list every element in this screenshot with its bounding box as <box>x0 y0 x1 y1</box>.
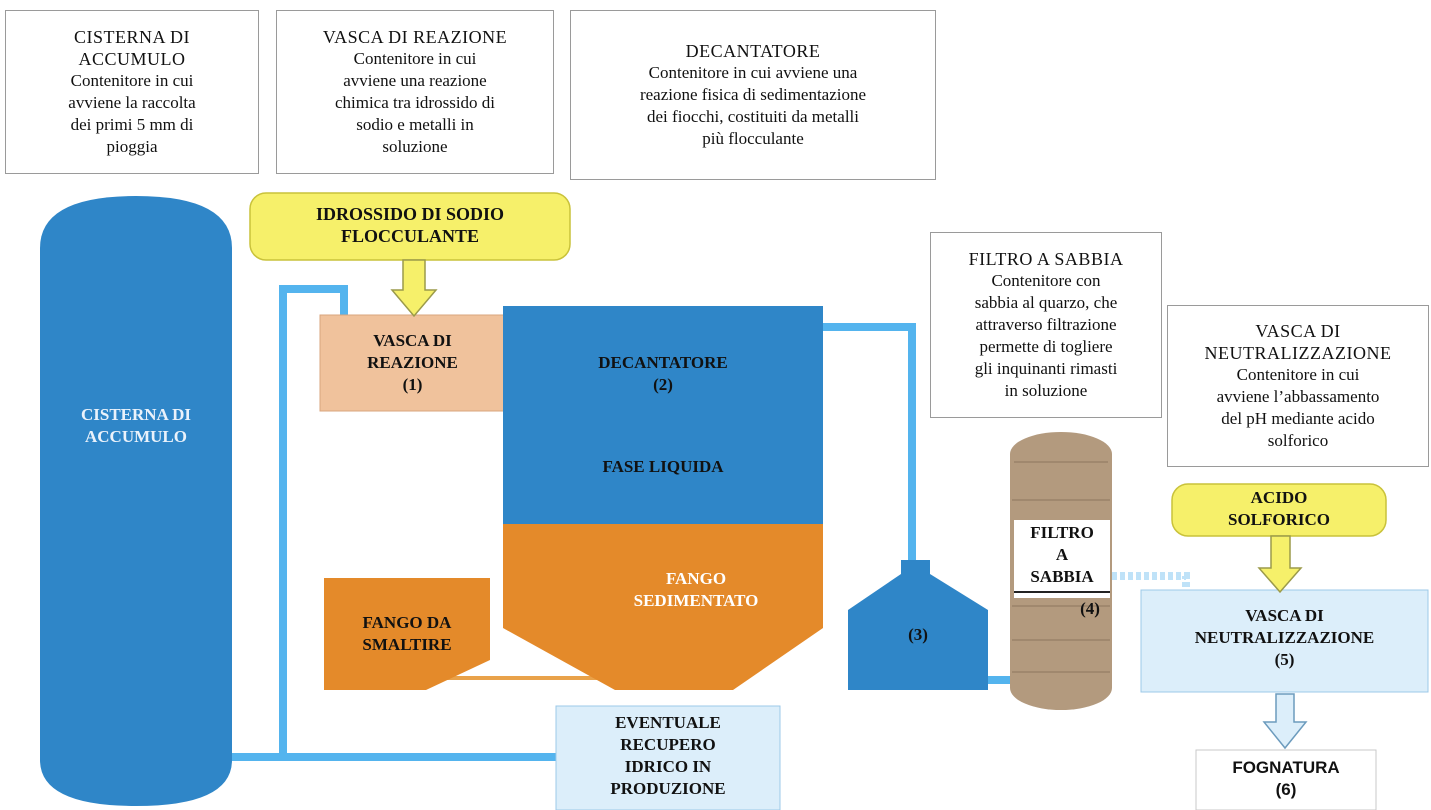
desc-line: avviene la raccolta <box>68 93 196 112</box>
decant-desc-title: DECANTATORE <box>685 41 821 61</box>
tank-3-label: (3) <box>908 625 928 644</box>
desc-line: Contenitore con <box>991 271 1101 290</box>
reagent-label-line: FLOCCULANTE <box>340 226 479 246</box>
desc-line: reazione fisica di sedimentazione <box>639 85 867 104</box>
desc-line: Contenitore in cui <box>1236 365 1360 384</box>
recupero-label-line: RECUPERO <box>620 735 716 754</box>
acido-solforico-label: ACIDO SOLFORICO <box>1172 487 1386 531</box>
desc-line: soluzione <box>382 137 448 156</box>
arrow-down-icon <box>1257 535 1303 594</box>
fognatura-label: FOGNATURA (6) <box>1196 757 1376 801</box>
vasca-label-line: REAZIONE <box>367 353 458 372</box>
filtro-label-line: A <box>1055 545 1069 564</box>
fango-smaltire-container <box>324 578 490 690</box>
neutralizzazione-label: VASCA DI NEUTRALIZZAZIONE (5) <box>1141 605 1428 671</box>
fognatura-box <box>1195 749 1377 810</box>
filtro-sabbia-label: FILTRO A SABBIA <box>1014 522 1110 588</box>
desc-line: attraverso filtrazione <box>975 315 1117 334</box>
reagent-label-line: IDROSSIDO DI SODIO <box>315 204 505 224</box>
vasca-label-line: (1) <box>402 375 423 394</box>
fango-smaltire-label: FANGO DA SMALTIRE <box>324 612 490 656</box>
desc-line: sodio e metalli in <box>356 115 474 134</box>
vasca-reazione-tank <box>319 314 506 412</box>
filtro-label-line: FILTRO <box>1030 523 1094 542</box>
recupero-label-line: PRODUZIONE <box>610 779 726 798</box>
cisterna-desc-title-1: CISTERNA DI <box>73 27 190 47</box>
recupero-label-line: IDRICO IN <box>624 757 712 776</box>
acido-label-line: SOLFORICO <box>1227 510 1331 529</box>
desc-line: pioggia <box>106 137 158 156</box>
desc-line: gli inquinanti rimasti <box>974 359 1118 378</box>
desc-line: sabbia al quarzo, che <box>974 293 1118 312</box>
filtro-desc-title: FILTRO A SABBIA <box>968 249 1124 269</box>
desc-line: solforico <box>1267 431 1329 450</box>
cisterna-description: CISTERNA DI ACCUMULO Contenitore in cui … <box>5 10 259 174</box>
filtro-label-panel <box>1014 520 1110 598</box>
arrow-down-icon <box>390 259 438 318</box>
desc-line: Contenitore in cui <box>353 49 477 68</box>
fango-sedimentato-label: FANGO SEDIMENTATO <box>596 568 796 612</box>
idrossido-sodio-label: IDROSSIDO DI SODIO FLOCCULANTE <box>250 203 570 247</box>
vasca-desc-title: VASCA DI REAZIONE <box>322 27 508 47</box>
cisterna-desc-title-2: ACCUMULO <box>78 49 186 69</box>
desc-line: Contenitore in cui avviene una <box>648 63 858 82</box>
decantatore-description: DECANTATORE Contenitore in cui avviene u… <box>570 10 936 180</box>
pipe-cistern-to-reaction <box>232 285 348 761</box>
desc-line: chimica tra idrossido di <box>334 93 496 112</box>
decantatore-liquid-phase <box>503 306 823 524</box>
filtro-sabbia-bands <box>1012 461 1110 673</box>
desc-line: in soluzione <box>1004 381 1088 400</box>
filtro-description: FILTRO A SABBIA Contenitore con sabbia a… <box>930 232 1162 418</box>
recupero-box <box>555 705 781 810</box>
desc-line: permette di togliere <box>979 337 1113 356</box>
decantatore-label: DECANTATORE (2) <box>503 352 823 396</box>
desc-line: dei fiocchi, costituiti da metalli <box>647 107 859 126</box>
cisterna-label: CISTERNA DI ACCUMULO <box>40 404 232 448</box>
pipe-filter-to-neutralization <box>1112 572 1190 590</box>
decant-label-line: DECANTATORE <box>598 353 728 372</box>
fase-liquida-label: FASE LIQUIDA <box>602 457 724 476</box>
decantatore-sludge-cone <box>503 524 823 690</box>
recupero-label-line: EVENTUALE <box>615 713 721 732</box>
desc-line: più flocculante <box>702 129 804 148</box>
vasca-label-line: VASCA DI <box>373 331 452 350</box>
neutr-desc-title-2: NEUTRALIZZAZIONE <box>1204 343 1392 363</box>
fango-sed-line: SEDIMENTATO <box>633 591 759 610</box>
fognatura-label-line: FOGNATURA <box>1232 758 1340 777</box>
desc-line: avviene l’abbassamento <box>1216 387 1380 406</box>
neutralizzazione-tank <box>1140 589 1429 693</box>
acido-label-line: ACIDO <box>1250 488 1308 507</box>
cisterna-label-line: CISTERNA DI <box>80 405 192 424</box>
neutr-label-line: (5) <box>1274 650 1295 669</box>
cisterna-accumulo-tank <box>40 196 232 806</box>
fognatura-label-line: (6) <box>1275 780 1297 799</box>
decant-label-line: (2) <box>653 375 673 394</box>
tank-3 <box>848 560 988 690</box>
recupero-label: EVENTUALE RECUPERO IDRICO IN PRODUZIONE <box>556 712 780 800</box>
fango-sed-line: FANGO <box>665 569 727 588</box>
desc-line: Contenitore in cui <box>70 71 194 90</box>
fango-smalt-line: SMALTIRE <box>362 635 452 654</box>
vasca-reazione-label: VASCA DI REAZIONE (1) <box>320 330 505 396</box>
cisterna-label-line: ACCUMULO <box>85 427 187 446</box>
desc-line: dei primi 5 mm di <box>70 115 194 134</box>
pipe-decanter-to-tank3 <box>822 323 916 562</box>
desc-line: avviene una reazione <box>343 71 487 90</box>
neutr-label-line: NEUTRALIZZAZIONE <box>1194 628 1375 647</box>
water-pipes <box>232 285 1012 761</box>
vasca-reazione-description: VASCA DI REAZIONE Contenitore in cui avv… <box>276 10 554 174</box>
arrow-down-icon <box>1262 693 1308 750</box>
neutr-desc-title-1: VASCA DI <box>1255 321 1341 341</box>
fango-smalt-line: FANGO DA <box>362 613 452 632</box>
desc-line: del pH mediante acido <box>1221 409 1375 428</box>
neutr-label-line: VASCA DI <box>1245 606 1324 625</box>
neutralizzazione-description: VASCA DI NEUTRALIZZAZIONE Contenitore in… <box>1167 305 1429 467</box>
filtro-number-label: (4) <box>1080 599 1100 618</box>
filtro-label-line: SABBIA <box>1030 567 1094 586</box>
